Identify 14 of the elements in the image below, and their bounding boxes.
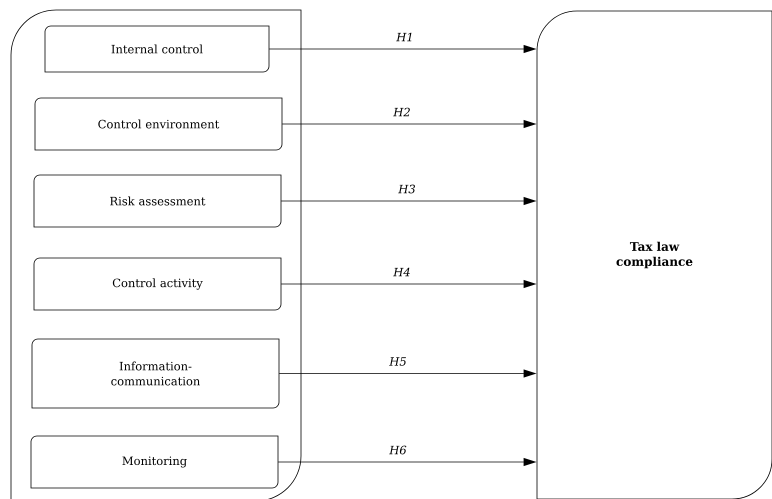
- process-box: Control environment: [34, 98, 282, 150]
- container-frame: [10, 10, 302, 499]
- edge-label: H5: [388, 356, 408, 367]
- outcome-box: Tax law compliance: [536, 10, 772, 499]
- process-box: Information-communication: [32, 338, 280, 408]
- edge-label: H4: [392, 266, 412, 278]
- process-box: Internal control: [44, 26, 270, 72]
- process-box: Risk assessment: [34, 174, 282, 228]
- edge-label: H2: [392, 106, 412, 118]
- process-box: Monitoring: [30, 436, 278, 488]
- edge-label: H1: [395, 32, 415, 42]
- edge-label: H3: [397, 184, 417, 194]
- edge-label: H6: [388, 444, 408, 456]
- process-box: Control activity: [34, 258, 282, 310]
